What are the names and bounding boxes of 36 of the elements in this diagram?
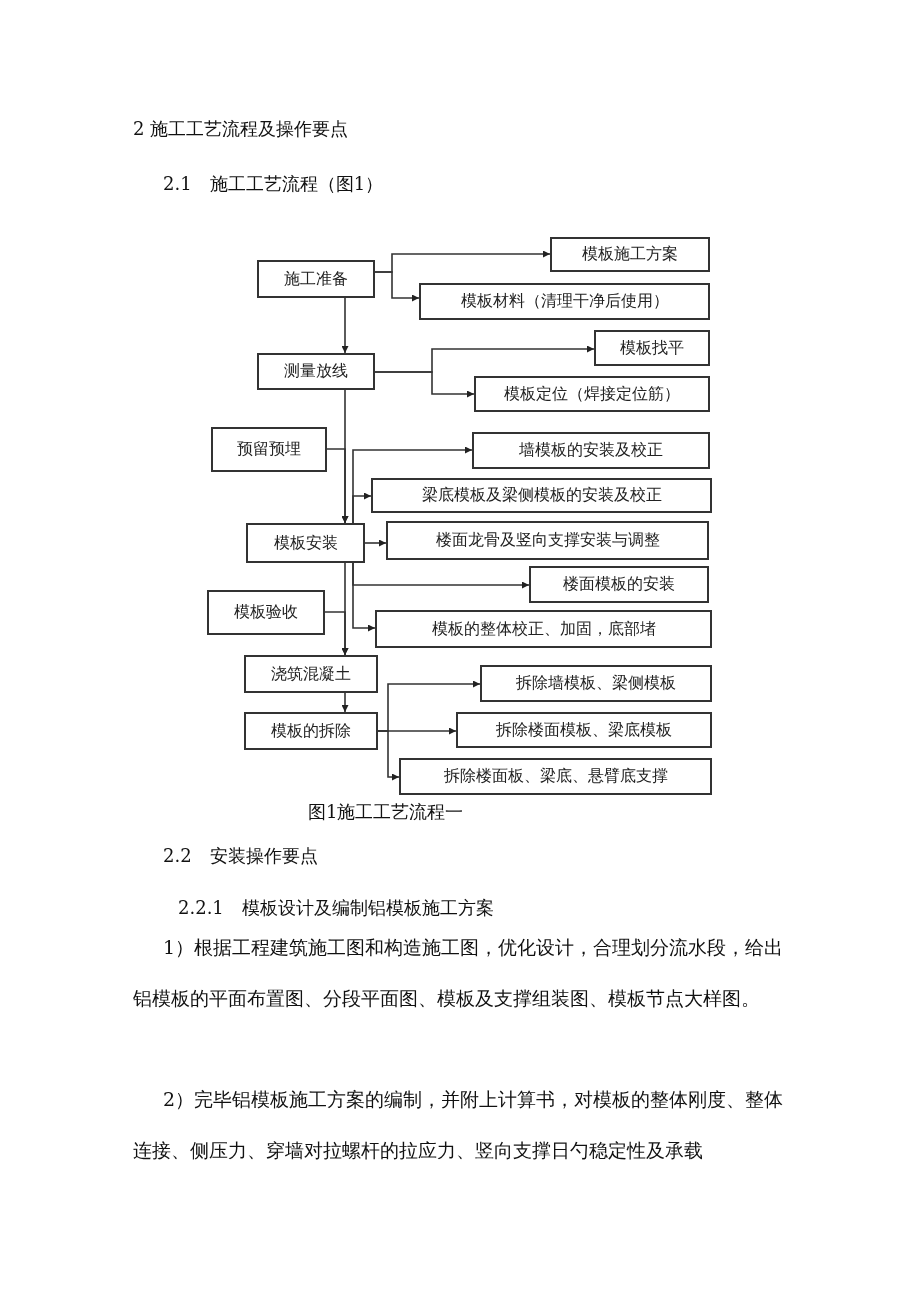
arrow xyxy=(352,562,376,632)
paragraph: 2）完毕铝模板施工方案的编制，并附上计算书，对模板的整体刚度、整体连接、侧压力、穿墙对拉螺杆的拉应力、竖向支撑日勺稳定性及承载 xyxy=(133,1087,785,1163)
process-box: 墙模板的安装及校正 xyxy=(472,432,710,469)
process-box: 梁底模板及梁侧模板的安装及校正 xyxy=(371,478,712,513)
process-box: 模板找平 xyxy=(594,330,710,366)
process-box: 模板的整体校正、加固，底部堵 xyxy=(375,610,712,648)
process-box: 模板材料（清理干净后使用） xyxy=(419,283,710,320)
process-box: 浇筑混凝土 xyxy=(244,655,378,693)
section-heading: 2.2.1 模板设计及编制铝模板施工方案 xyxy=(178,896,495,920)
section-heading: 2.2 安装操作要点 xyxy=(163,844,319,868)
figure-caption: 图1施工工艺流程一 xyxy=(308,800,464,824)
process-box: 拆除墙模板、梁侧模板 xyxy=(480,665,712,702)
arrow xyxy=(341,297,349,354)
process-box: 拆除楼面模板、梁底模板 xyxy=(456,712,712,748)
section-heading: 2 施工工艺流程及操作要点 xyxy=(133,117,350,141)
arrow xyxy=(352,492,372,524)
process-box: 拆除楼面板、梁底、悬臂底支撑 xyxy=(399,758,712,795)
arrow xyxy=(326,448,349,524)
process-box: 模板安装 xyxy=(246,523,365,563)
process-box: 楼面龙骨及竖向支撑安装与调整 xyxy=(386,521,709,560)
process-box: 模板验收 xyxy=(207,590,325,635)
arrow xyxy=(377,730,400,781)
arrow xyxy=(364,539,387,547)
process-box: 模板的拆除 xyxy=(244,712,378,750)
arrow xyxy=(374,271,420,302)
process-box: 模板施工方案 xyxy=(550,237,710,272)
process-box: 模板定位（焊接定位筋） xyxy=(474,376,710,412)
process-box: 预留预埋 xyxy=(211,427,327,472)
arrow xyxy=(341,692,349,713)
process-box: 测量放线 xyxy=(257,353,375,390)
arrow xyxy=(324,611,349,656)
process-box: 施工准备 xyxy=(257,260,375,298)
paragraph: 1）根据工程建筑施工图和构造施工图，优化设计，合理划分流水段，给出铝模板的平面布置图、分段平面图、模板及支撑组装图、模板节点大样图。 xyxy=(133,935,785,1011)
arrow xyxy=(374,371,475,398)
process-box: 楼面模板的安装 xyxy=(529,566,709,603)
section-heading: 2.1 施工工艺流程（图1） xyxy=(163,172,385,196)
